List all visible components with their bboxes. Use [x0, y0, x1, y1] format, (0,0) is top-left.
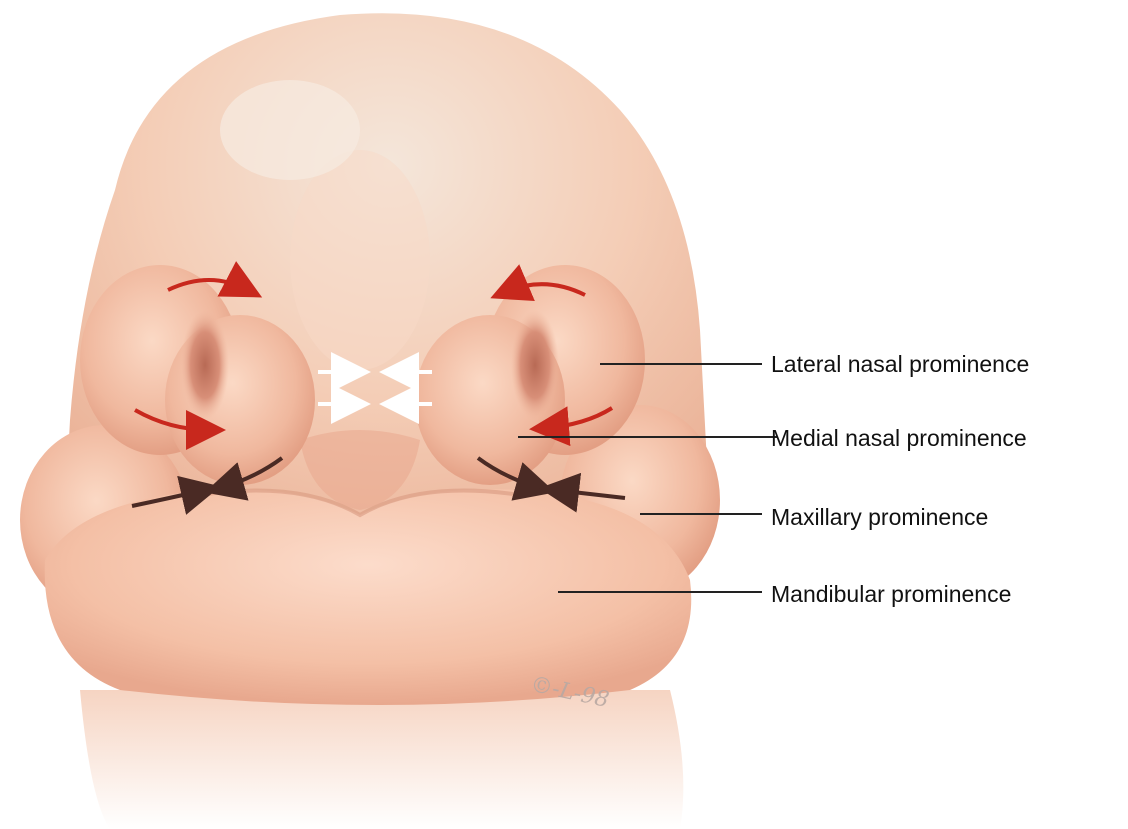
- label-mandibular-prominence: Mandibular prominence: [771, 581, 1011, 607]
- label-medial-nasal-prominence: Medial nasal prominence: [771, 425, 1027, 451]
- label-maxillary-prominence: Maxillary prominence: [771, 504, 988, 530]
- label-lateral-nasal-prominence: Lateral nasal prominence: [771, 351, 1029, 377]
